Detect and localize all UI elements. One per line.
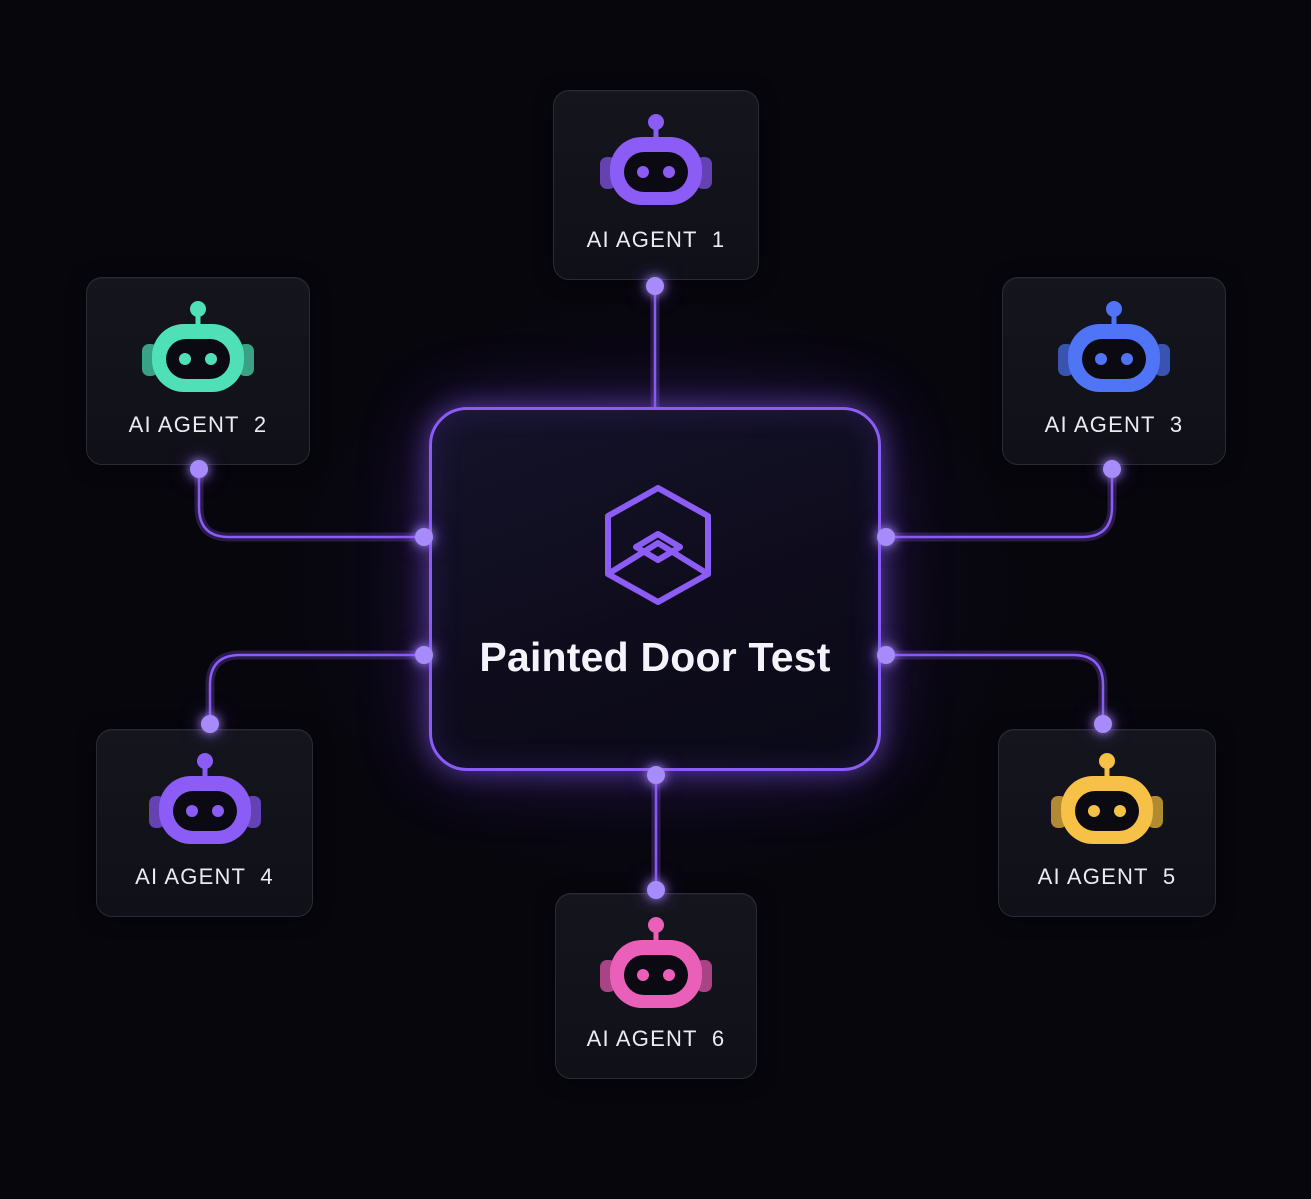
connector-glow [205,650,429,729]
connector-dot [1103,460,1121,478]
connector-dot [647,766,665,784]
agent-label: AI AGENT 2 [128,412,268,437]
connector-dot [415,528,433,546]
connector-dot [201,715,219,733]
connector-line [884,467,1114,539]
connector-dot [646,277,664,295]
agent-card-5[interactable]: AI AGENT 5 [998,729,1216,917]
hub-title: Painted Door Test [479,634,831,680]
robot-icon [600,114,712,205]
robot-icon [600,917,712,1008]
connector-line [884,653,1105,726]
agent-label: AI AGENT 6 [586,1026,726,1051]
agent-label: AI AGENT 4 [135,864,274,889]
connector-line [197,467,426,539]
connector-glow [881,464,1117,542]
connector-dot [1094,715,1112,733]
agent-card-2[interactable]: AI AGENT 2 [86,277,310,465]
connector-line [208,653,426,726]
agent-card-3[interactable]: AI AGENT 3 [1002,277,1226,465]
robot-icon [1058,301,1170,392]
connector-glow [194,464,429,542]
connector-dot [647,881,665,899]
robot-icon [148,753,261,844]
central-hub-card: Painted Door Test [429,407,881,771]
connector-dot [877,528,895,546]
agent-label: AI AGENT 5 [1037,864,1177,889]
robot-icon [142,301,254,392]
connector-dot [415,646,433,664]
agent-card-6[interactable]: AI AGENT 6 [555,893,757,1079]
connector-dot [877,646,895,664]
agent-card-4[interactable]: AI AGENT 4 [96,729,313,917]
hexagon-layers-icon [605,485,711,605]
agent-label: AI AGENT 1 [586,227,726,252]
agent-card-1[interactable]: AI AGENT 1 [553,90,759,280]
connector-dot [190,460,208,478]
connector-glow [881,650,1108,729]
robot-icon [1051,753,1163,844]
agent-label: AI AGENT 3 [1044,412,1184,437]
